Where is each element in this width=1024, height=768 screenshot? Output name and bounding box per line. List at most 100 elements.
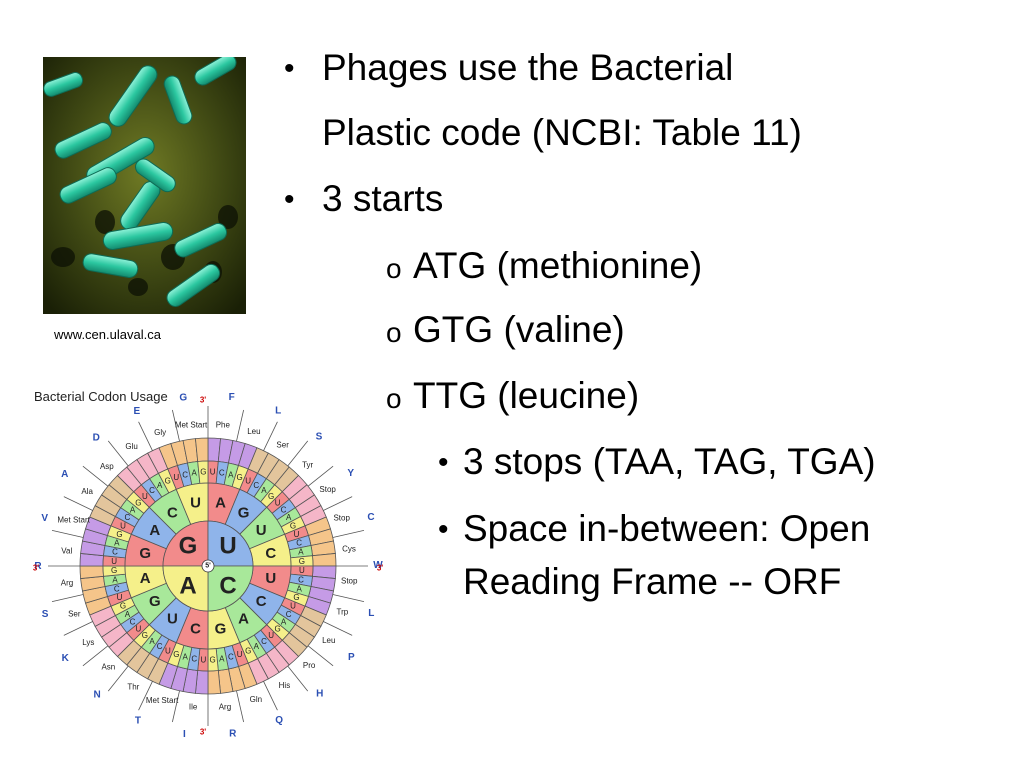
amino-acid-divider xyxy=(82,645,109,667)
amino-acid-name: Tyr xyxy=(302,460,313,469)
codon-third-letter: U xyxy=(173,473,179,482)
codon-second-letter: G xyxy=(139,545,151,562)
codon-third-letter: U xyxy=(299,566,305,575)
amino-acid-divider xyxy=(263,681,278,711)
amino-acid-name: Pro xyxy=(303,661,316,670)
bacteria-image xyxy=(43,57,246,314)
codon-third-letter: U xyxy=(142,492,148,501)
sub-bullet-marker: o xyxy=(386,317,402,348)
amino-acid-name: Val xyxy=(61,547,72,556)
amino-acid-name: Met Start xyxy=(175,421,208,430)
amino-acid-letter: G xyxy=(179,392,187,403)
codon-third-letter: C xyxy=(124,513,130,522)
amino-acid-name: Phe xyxy=(216,420,231,429)
amino-acid-letter: L xyxy=(368,608,374,619)
amino-acid-name: Glu xyxy=(125,442,137,451)
codon-outer-segment xyxy=(207,670,221,695)
codon-third-letter: G xyxy=(200,468,206,477)
amino-acid-name: Thr xyxy=(127,682,139,691)
codon-third-letter: A xyxy=(261,486,267,495)
codon-third-letter: C xyxy=(228,653,234,662)
codon-first-letter: A xyxy=(179,573,196,600)
codon-second-letter: C xyxy=(167,504,178,521)
amino-acid-letter: S xyxy=(42,609,49,620)
codon-third-letter: A xyxy=(157,481,163,490)
amino-acid-divider xyxy=(287,665,309,692)
codon-second-letter: A xyxy=(149,522,160,539)
amino-acid-divider xyxy=(63,496,93,511)
amino-acid-divider xyxy=(63,621,93,636)
codon-third-letter: G xyxy=(165,477,171,486)
codon-third-letter: A xyxy=(298,548,304,557)
amino-acid-letter: D xyxy=(93,432,100,443)
codon-first-letter: G xyxy=(179,533,198,560)
codon-third-letter: G xyxy=(116,530,122,539)
codon-third-letter: G xyxy=(210,655,216,664)
three-prime-bottom: 3' xyxy=(200,728,206,737)
amino-acid-letter: W xyxy=(373,560,383,571)
codon-third-letter: U xyxy=(135,625,141,634)
amino-acid-letter: K xyxy=(62,653,70,664)
start-ttg: TTG (leucine) xyxy=(413,375,640,416)
codon-third-letter: G xyxy=(142,631,148,640)
amino-acid-name: Arg xyxy=(219,702,231,711)
amino-acid-divider xyxy=(287,440,309,467)
bullet-phages-line2: Plastic code (NCBI: Table 11) xyxy=(322,112,802,153)
amino-acid-divider xyxy=(236,409,244,442)
amino-acid-letter: L xyxy=(275,406,281,417)
codon-third-letter: C xyxy=(281,505,287,514)
codon-third-letter: U xyxy=(268,631,274,640)
codon-third-letter: C xyxy=(157,642,163,651)
amino-acid-letter: E xyxy=(134,406,141,417)
amino-acid-name: Lys xyxy=(82,638,94,647)
codon-third-letter: C xyxy=(261,637,267,646)
amino-acid-divider xyxy=(138,681,153,711)
codon-third-letter: U xyxy=(294,530,300,539)
codon-third-letter: C xyxy=(219,469,225,478)
amino-acid-name: Trp xyxy=(337,607,349,616)
codon-third-letter: A xyxy=(286,513,292,522)
codon-third-letter: C xyxy=(114,584,120,593)
amino-acid-letter: N xyxy=(93,689,100,700)
three-prime-left: 3' xyxy=(33,564,39,573)
amino-acid-letter: R xyxy=(229,729,237,740)
amino-acid-letter: C xyxy=(367,512,374,523)
amino-acid-letter: V xyxy=(41,513,48,524)
amino-acid-name: Stop xyxy=(341,576,358,585)
amino-acid-divider xyxy=(323,621,353,636)
amino-acid-divider xyxy=(82,465,109,487)
amino-acid-name: Asp xyxy=(100,462,114,471)
codon-second-letter: U xyxy=(190,495,201,512)
start-gtg: GTG (valine) xyxy=(413,309,625,350)
codon-third-letter: C xyxy=(286,610,292,619)
amino-acid-letter: A xyxy=(61,469,68,480)
sub-bullet-marker: o xyxy=(386,253,402,284)
amino-acid-letter: T xyxy=(135,715,141,726)
amino-acid-divider xyxy=(323,496,353,511)
amino-acid-name: Ile xyxy=(189,703,198,712)
codon-third-letter: C xyxy=(149,486,155,495)
bullet-marker: • xyxy=(284,183,295,216)
codon-third-letter: A xyxy=(114,539,120,548)
codon-third-letter: U xyxy=(290,602,296,611)
codon-third-letter: G xyxy=(268,492,274,501)
amino-acid-name: Gln xyxy=(250,695,262,704)
amino-acid-name: Ala xyxy=(81,487,93,496)
codon-first-letter: U xyxy=(219,533,236,560)
codon-third-letter: A xyxy=(149,637,155,646)
codon-wheel-title: Bacterial Codon Usage xyxy=(34,389,168,404)
amino-acid-name: His xyxy=(279,681,291,690)
codon-second-letter: G xyxy=(149,593,161,610)
codon-third-letter: U xyxy=(117,593,123,602)
amino-acid-letter: F xyxy=(229,392,235,403)
codon-second-letter: U xyxy=(256,522,267,539)
amino-acid-name: Cys xyxy=(342,545,356,554)
amino-acid-letter: H xyxy=(316,689,323,700)
amino-acid-divider xyxy=(138,421,153,451)
amino-acid-letter: P xyxy=(348,652,355,663)
amino-acid-name: Met Start xyxy=(146,696,179,705)
bullet-orf-line1: Space in-between: Open xyxy=(463,508,871,549)
amino-acid-name: Leu xyxy=(322,636,335,645)
amino-acid-name: Met Start xyxy=(57,516,90,525)
photo-credit[interactable]: www.cen.ulaval.ca xyxy=(54,327,161,342)
